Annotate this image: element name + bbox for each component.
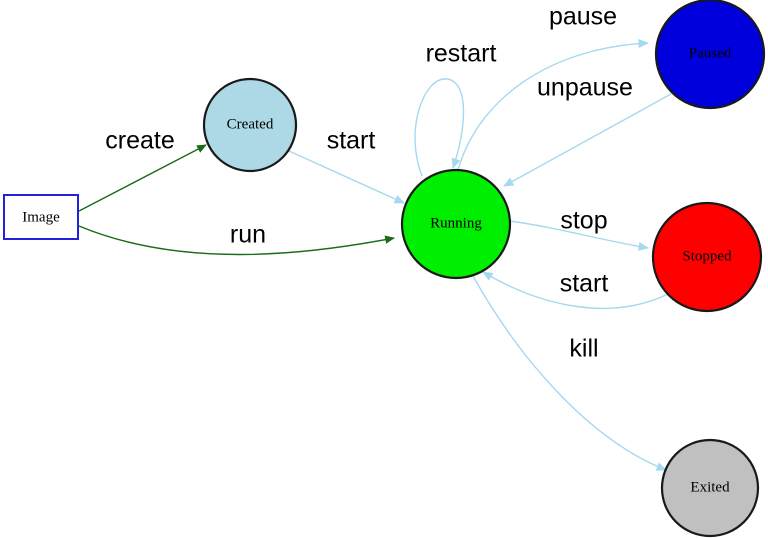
- node-stopped-shape: [651, 201, 763, 313]
- node-paused-label: Paused: [689, 45, 732, 61]
- edge-pause-path: [457, 38, 650, 171]
- node-running-shape: [400, 168, 512, 280]
- node-stopped-label: Stopped: [682, 248, 732, 264]
- edge-start-created-running-label: start: [327, 127, 376, 155]
- edge-unpause[interactable]: unpause: [503, 74, 672, 187]
- node-created-label: Created: [227, 116, 274, 132]
- edge-create[interactable]: create: [78, 127, 207, 212]
- node-image-label: Image: [22, 209, 60, 225]
- edge-create-label: create: [105, 127, 174, 155]
- edge-create-path: [78, 144, 207, 212]
- edge-pause-label: pause: [549, 3, 617, 31]
- edge-kill[interactable]: kill: [472, 275, 667, 471]
- edge-pause[interactable]: pause: [457, 3, 650, 171]
- edge-kill-path: [472, 275, 667, 471]
- node-paused-shape: [654, 0, 766, 110]
- edge-kill-label: kill: [569, 335, 598, 363]
- edge-run-label: run: [230, 221, 266, 249]
- edge-restart[interactable]: restart: [414, 40, 497, 177]
- edge-stop-label: stop: [560, 207, 607, 235]
- edge-run-path: [78, 225, 395, 256]
- edge-start-stopped-running-label: start: [560, 270, 609, 298]
- edge-stop-path: [509, 220, 650, 251]
- edge-start-stopped-running[interactable]: start: [482, 270, 669, 309]
- node-stopped[interactable]: Stopped: [651, 201, 763, 313]
- edge-restart-label: restart: [426, 40, 497, 68]
- edge-unpause-path: [503, 93, 672, 187]
- node-exited-shape: [660, 438, 760, 538]
- node-running[interactable]: Running: [400, 168, 512, 280]
- edge-stop[interactable]: stop: [509, 207, 650, 251]
- node-image[interactable]: Image: [3, 194, 79, 240]
- node-created-shape: [202, 77, 298, 173]
- node-exited-label: Exited: [690, 479, 730, 495]
- node-running-label: Running: [430, 215, 482, 231]
- edge-restart-path: [414, 78, 465, 177]
- edge-unpause-label: unpause: [537, 74, 633, 102]
- edge-start-created-running-path: [288, 150, 405, 204]
- node-created[interactable]: Created: [202, 77, 298, 173]
- edge-start-created-running[interactable]: start: [288, 127, 405, 204]
- node-exited[interactable]: Exited: [660, 438, 760, 538]
- edge-start-stopped-running-path: [482, 271, 669, 309]
- node-image-shape: [3, 194, 79, 240]
- edge-run[interactable]: run: [78, 221, 395, 256]
- node-paused[interactable]: Paused: [654, 0, 766, 110]
